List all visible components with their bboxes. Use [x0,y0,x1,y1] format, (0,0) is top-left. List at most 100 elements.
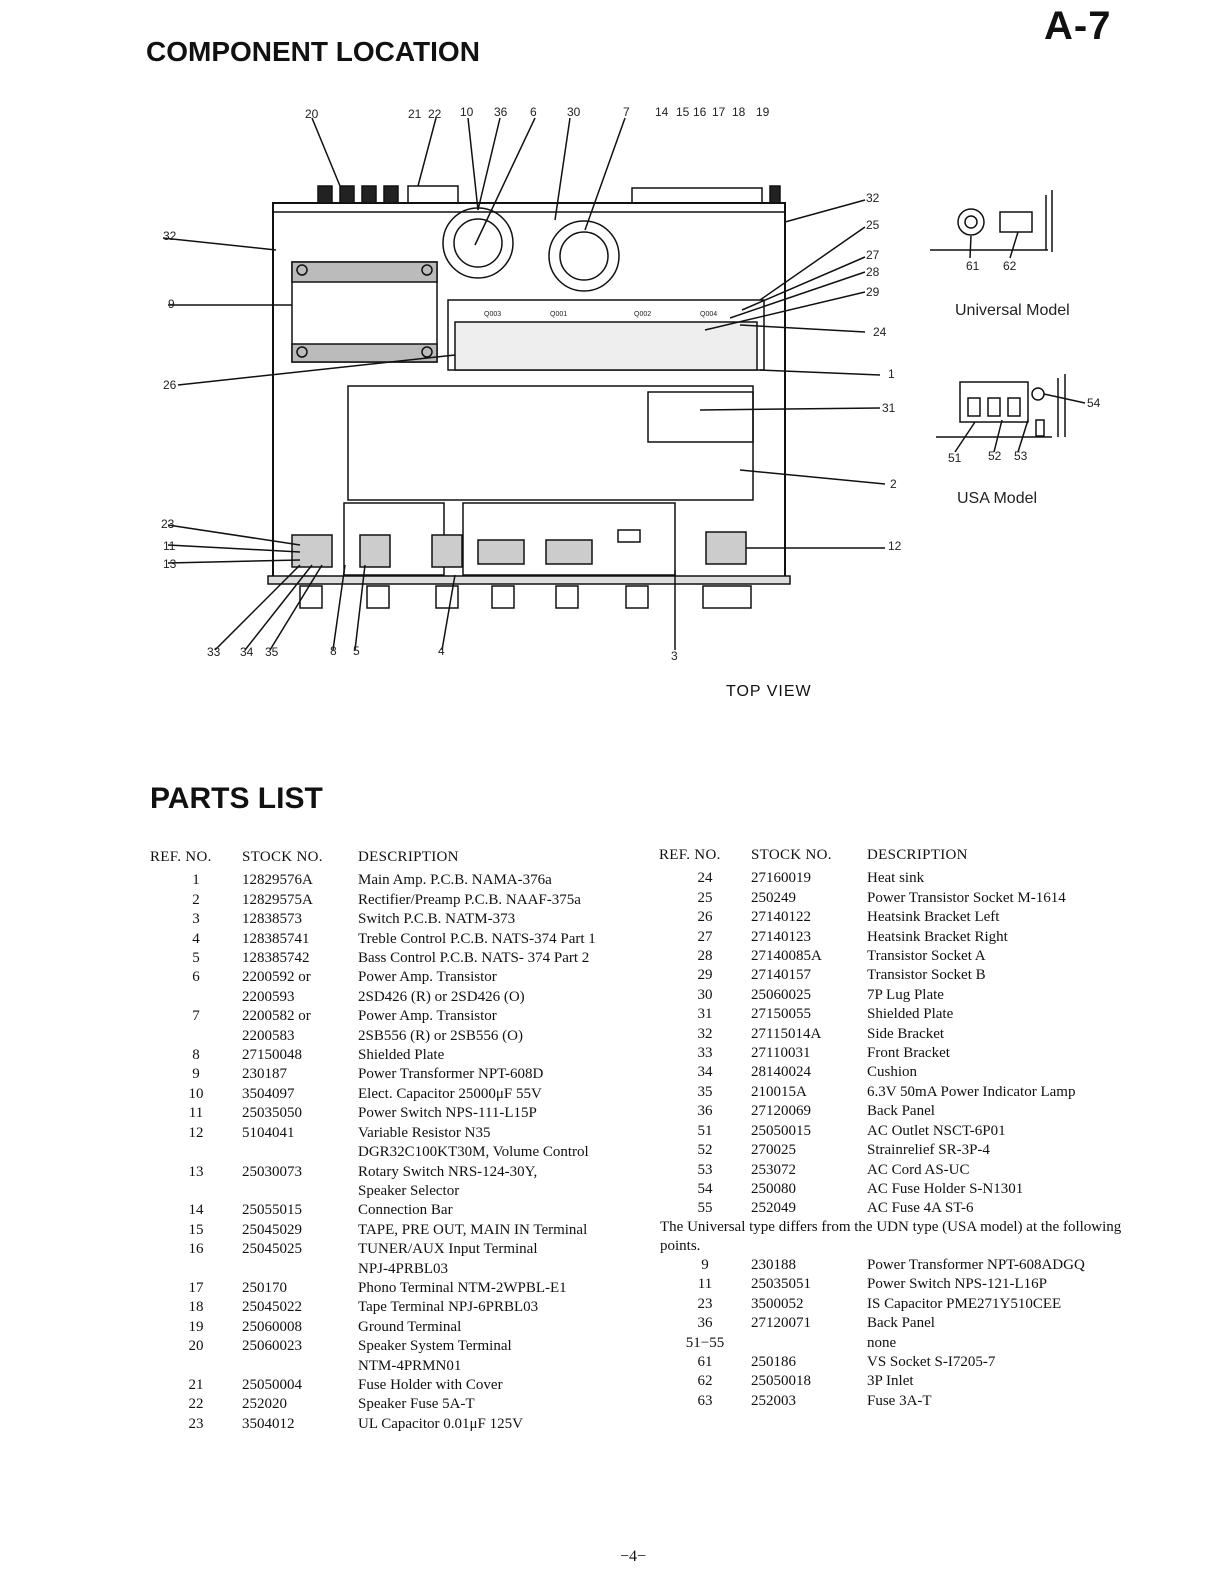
svg-text:52: 52 [988,449,1002,463]
cell-ref: 36 [697,1315,713,1332]
cell-desc: Fuse 3A-T [867,1392,932,1409]
cell-stock: 27140157 [751,967,811,984]
cell-desc: Power Switch NPS-121-L16P [867,1276,1048,1293]
col-stock: STOCK NO. [242,849,323,865]
cell-ref: 4 [192,930,200,947]
cell-desc: IS Capacitor PME271Y510CEE [867,1295,1062,1312]
cell-stock: 2200582 or [242,1008,311,1025]
cell-stock: 25045025 [242,1241,302,1258]
cell-ref: 55 [697,1200,713,1217]
cell-stock: 27115014A [751,1025,822,1042]
cell-stock: 25050015 [751,1122,811,1139]
cell-desc: UL Capacitor 0.01μF 125V [358,1415,523,1432]
cell-ref: 61 [697,1354,713,1371]
svg-text:6: 6 [530,105,537,119]
cell-ref: 17 [188,1279,204,1296]
cell-stock: 250186 [751,1354,796,1371]
svg-text:26: 26 [163,378,177,392]
cell-ref: 3 [192,911,200,928]
cell-ref: 29 [697,967,713,984]
svg-text:Q001: Q001 [550,311,567,318]
cell-ref [150,988,242,1007]
cell-ref [150,1260,242,1279]
cell-stock: 25045022 [242,1299,302,1316]
cell-desc: VS Socket S-I7205-7 [867,1354,996,1371]
svg-text:20: 20 [305,107,319,121]
cell-stock: 3500052 [751,1295,804,1312]
svg-text:4: 4 [438,644,445,658]
svg-text:14: 14 [655,105,669,119]
cell-desc: Connection Bar [358,1202,453,1219]
cell-stock: 2200592 or [242,969,311,986]
cell-desc: Power Switch NPS-111-L15P [358,1105,537,1122]
cell-desc: Back Panel [867,1103,935,1120]
cell-ref: 27 [697,928,713,945]
svg-text:62: 62 [1003,259,1017,273]
cell-ref: 12 [188,1124,204,1141]
cell-ref: 33 [697,1045,713,1062]
cell-stock: 12829576A [242,872,313,889]
cell-desc: Phono Terminal NTM-2WPBL-E1 [358,1279,567,1296]
svg-text:Universal Model: Universal Model [955,302,1070,319]
cell-desc: Heatsink Bracket Left [867,909,1000,926]
cell-ref: 14 [188,1202,204,1219]
cell-stock: 270025 [751,1142,796,1159]
cell-stock: 27110031 [751,1045,811,1062]
table-row: NTM-4PRMN01 [150,1357,628,1376]
cell-stock: 2200593 [242,988,295,1005]
cell-desc: Treble Control P.C.B. NATS-374 Part 1 [358,930,596,947]
table-row: 7 2200582 or Power Amp. Transistor [150,1007,628,1026]
svg-text:24: 24 [873,325,887,339]
svg-text:36: 36 [494,105,508,119]
cell-ref: 51 [697,1122,713,1139]
cell-stock: 25045029 [242,1221,302,1238]
svg-text:Q002: Q002 [634,311,651,318]
cell-ref [150,1182,242,1201]
cell-ref: 63 [697,1392,713,1409]
cell-stock: 27140123 [751,928,811,945]
svg-text:1: 1 [888,367,895,381]
svg-text:2: 2 [890,477,897,491]
svg-text:29: 29 [866,285,880,299]
cell-desc: Power Transformer NPT-608D [358,1066,544,1083]
svg-text:51: 51 [948,451,962,465]
cell-desc: Power Amp. Transistor [358,1008,497,1025]
cell-stock: 128385742 [242,950,310,967]
cell-desc: Rectifier/Preamp P.C.B. NAAF-375a [358,891,581,908]
cell-ref [150,1357,242,1376]
cell-desc: Speaker Fuse 5A-T [358,1396,475,1413]
cell-desc: Speaker Selector [358,1182,460,1199]
svg-text:23: 23 [161,517,175,531]
cell-desc: AC Fuse Holder S-N1301 [867,1180,1024,1197]
cell-stock: 128385741 [242,930,310,947]
cell-stock: 25035050 [242,1105,302,1122]
cell-stock: 25060023 [242,1338,302,1355]
cell-stock [242,1260,358,1279]
cell-ref: 22 [188,1396,204,1413]
cell-desc: Strainrelief SR-3P-4 [867,1142,990,1159]
cell-stock: 230187 [242,1066,287,1083]
cell-desc: TAPE, PRE OUT, MAIN IN Terminal [358,1221,588,1238]
cell-ref: 16 [188,1241,204,1258]
cell-ref: 7 [192,1008,200,1025]
cell-stock: 25030073 [242,1163,302,1180]
